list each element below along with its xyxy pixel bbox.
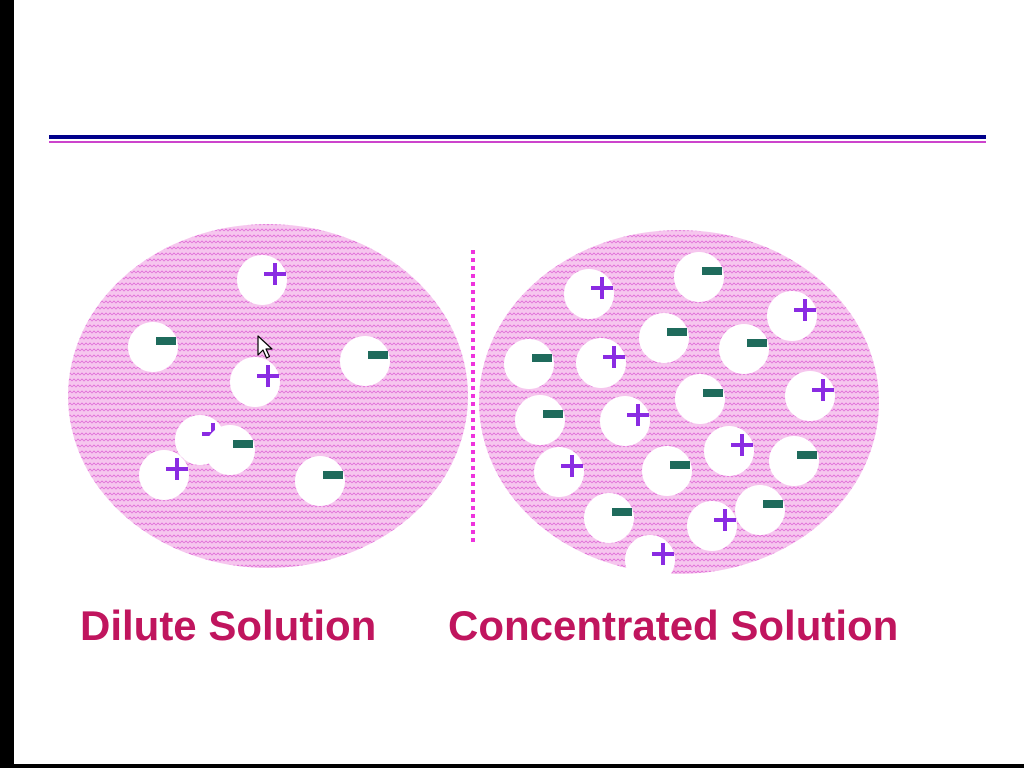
negative-ion: [205, 425, 255, 475]
title-rule-pink: [49, 141, 986, 143]
negative-ion: [675, 374, 725, 424]
plus-sign: [570, 455, 574, 477]
bottom-border: [0, 764, 1024, 768]
hydration-shell: [704, 426, 754, 476]
hydration-shell: [785, 371, 835, 421]
hydration-shell: [230, 357, 280, 407]
positive-ion: [625, 535, 675, 585]
hydration-shell: [295, 456, 345, 506]
minus-sign: [532, 354, 552, 362]
minus-sign: [763, 500, 783, 508]
title-rule-blue: [49, 135, 986, 139]
positive-ion: [564, 269, 614, 319]
negative-ion: [584, 493, 634, 543]
minus-sign: [612, 508, 632, 516]
hydration-shell: [769, 436, 819, 486]
plus-sign: [600, 277, 604, 299]
positive-ion: [785, 371, 835, 421]
positive-ion: [704, 426, 754, 476]
positive-ion: [237, 255, 287, 305]
plus-sign: [175, 458, 179, 480]
hydration-shell: [767, 291, 817, 341]
negative-ion: [340, 336, 390, 386]
minus-sign: [670, 461, 690, 469]
hydration-shell: [139, 450, 189, 500]
concentrated-solution-label: Concentrated Solution: [448, 602, 899, 649]
hydration-shell: [642, 446, 692, 496]
positive-ion: [230, 357, 280, 407]
negative-ion: [128, 322, 178, 372]
ion-layer: [128, 252, 835, 585]
hydration-shell: [735, 485, 785, 535]
positive-ion: [534, 447, 584, 497]
hydration-shell: [237, 255, 287, 305]
hydration-shell: [687, 501, 737, 551]
minus-sign: [233, 440, 253, 448]
plus-sign: [636, 404, 640, 426]
minus-sign: [702, 267, 722, 275]
plus-sign: [723, 509, 727, 531]
minus-sign: [156, 337, 176, 345]
hydration-shell: [504, 339, 554, 389]
plus-sign: [821, 379, 825, 401]
hydration-shell: [674, 252, 724, 302]
hydration-shell: [639, 313, 689, 363]
hydration-shell: [515, 395, 565, 445]
negative-ion: [515, 395, 565, 445]
plus-sign: [266, 365, 270, 387]
hydration-shell: [128, 322, 178, 372]
negative-ion: [769, 436, 819, 486]
hydration-shell: [205, 425, 255, 475]
positive-ion: [687, 501, 737, 551]
minus-sign: [368, 351, 388, 359]
negative-ion: [719, 324, 769, 374]
plus-sign: [740, 434, 744, 456]
plus-sign: [803, 299, 807, 321]
hydration-shell: [625, 535, 675, 585]
plus-sign: [661, 543, 665, 565]
left-border: [0, 0, 14, 768]
hydration-shell: [340, 336, 390, 386]
minus-sign: [703, 389, 723, 397]
mouse-pointer-icon: [257, 335, 273, 359]
negative-ion: [504, 339, 554, 389]
positive-ion: [600, 396, 650, 446]
hydration-shell: [564, 269, 614, 319]
negative-ion: [674, 252, 724, 302]
minus-sign: [797, 451, 817, 459]
hydration-shell: [576, 338, 626, 388]
hydration-shell: [600, 396, 650, 446]
positive-ion: [139, 450, 189, 500]
plus-sign: [612, 346, 616, 368]
dilute-solution-label: Dilute Solution: [80, 602, 377, 649]
hydration-shell: [534, 447, 584, 497]
minus-sign: [747, 339, 767, 347]
negative-ion: [642, 446, 692, 496]
minus-sign: [667, 328, 687, 336]
negative-ion: [735, 485, 785, 535]
plus-sign: [273, 263, 277, 285]
hydration-shell: [675, 374, 725, 424]
minus-sign: [543, 410, 563, 418]
negative-ion: [639, 313, 689, 363]
minus-sign: [323, 471, 343, 479]
positive-ion: [576, 338, 626, 388]
hydration-shell: [719, 324, 769, 374]
positive-ion: [767, 291, 817, 341]
negative-ion: [295, 456, 345, 506]
hydration-shell: [584, 493, 634, 543]
